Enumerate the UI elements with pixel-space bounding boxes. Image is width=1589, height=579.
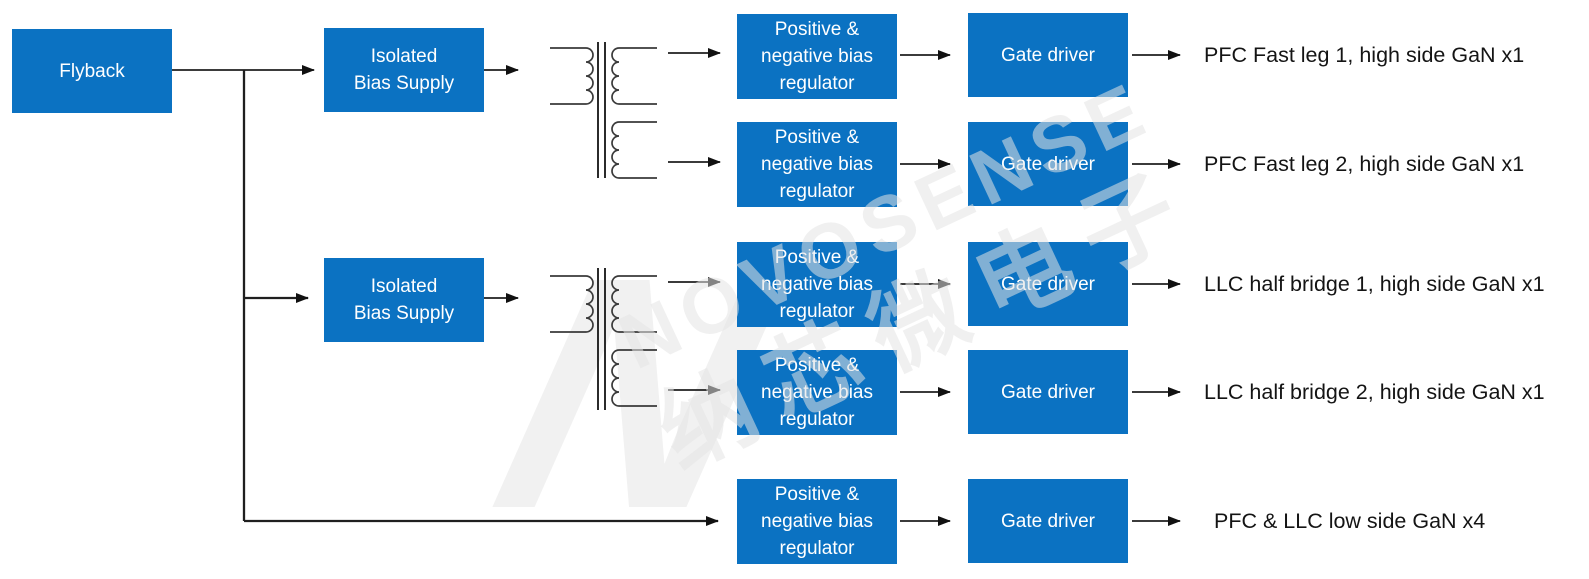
gate-driver-5-box: Gate driver — [968, 479, 1128, 563]
isolated-bias-supply-1-box: Isolated Bias Supply — [324, 28, 484, 112]
transformer2-symbol — [550, 268, 657, 410]
gate-driver-2-box: Gate driver — [968, 122, 1128, 206]
output-label-4: LLC half bridge 2, high side GaN x1 — [1204, 380, 1545, 404]
gate-driver-1-box: Gate driver — [968, 13, 1128, 97]
bias-regulator-3-box: Positive & negative bias regulator — [737, 242, 897, 327]
gate-driver-3-label: Gate driver — [1001, 273, 1095, 295]
bias-regulator-2-box: Positive & negative bias regulator — [737, 122, 897, 207]
transformer1-secondary-coil-top — [611, 47, 657, 105]
transformer2-primary-coil — [550, 275, 594, 333]
bias-regulator-2-label: Positive & negative bias regulator — [761, 127, 873, 202]
output-label-1: PFC Fast leg 1, high side GaN x1 — [1204, 43, 1525, 67]
isolated-bias-supply-2-label: Isolated Bias Supply — [353, 276, 455, 324]
gate-driver-4-label: Gate driver — [1001, 381, 1095, 403]
flyback-box: Flyback — [12, 29, 172, 113]
isolated-bias-supply-2-box: Isolated Bias Supply — [324, 258, 484, 342]
transformer1-secondary-coil-bottom — [611, 121, 657, 179]
output-label-5: PFC & LLC low side GaN x4 — [1214, 509, 1486, 533]
bias-regulator-1-label: Positive & negative bias regulator — [761, 19, 873, 94]
gate-driver-1-label: Gate driver — [1001, 44, 1095, 66]
transformer2-secondary-coil-bottom — [611, 349, 657, 407]
transformer1-symbol — [550, 42, 657, 179]
transformer1-primary-coil — [550, 47, 594, 105]
output-label-3: LLC half bridge 1, high side GaN x1 — [1204, 272, 1545, 296]
bias-regulator-5-box: Positive & negative bias regulator — [737, 479, 897, 564]
output-label-2: PFC Fast leg 2, high side GaN x1 — [1204, 152, 1525, 176]
gate-driver-3-box: Gate driver — [968, 242, 1128, 326]
gate-driver-5-label: Gate driver — [1001, 510, 1095, 532]
transformer2-core — [597, 268, 606, 410]
bias-regulator-5-label: Positive & negative bias regulator — [761, 484, 873, 559]
transformer2-secondary-coil-top — [611, 275, 657, 333]
isolated-bias-supply-1-label: Isolated Bias Supply — [353, 46, 455, 94]
flyback-label: Flyback — [59, 60, 125, 82]
bias-regulator-4-label: Positive & negative bias regulator — [761, 355, 873, 430]
bias-regulator-1-box: Positive & negative bias regulator — [737, 14, 897, 99]
gate-driver-2-label: Gate driver — [1001, 153, 1095, 175]
bias-regulator-3-label: Positive & negative bias regulator — [761, 247, 873, 322]
gate-driver-4-box: Gate driver — [968, 350, 1128, 434]
transformer1-core — [597, 42, 606, 178]
bias-regulator-4-box: Positive & negative bias regulator — [737, 350, 897, 435]
